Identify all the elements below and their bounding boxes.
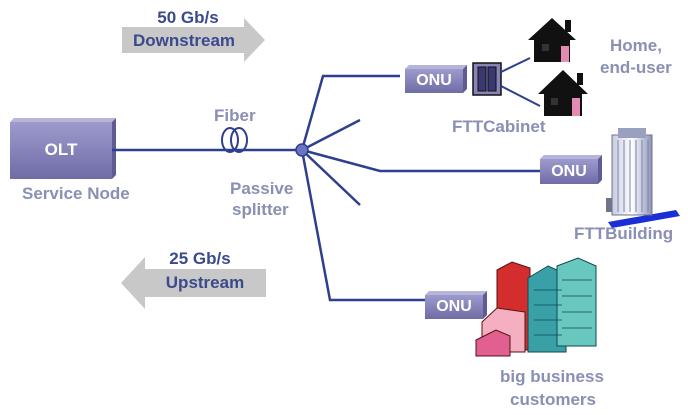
fiber-label: Fiber [214, 106, 256, 125]
business-label-line1: big business [500, 367, 604, 386]
olt-box [10, 118, 116, 179]
onu-label-2: ONU [551, 163, 587, 180]
onu-label-3: ONU [436, 298, 472, 315]
onu-box-3 [425, 291, 487, 319]
downstream-label: Downstream [132, 31, 236, 50]
cabinet-links [500, 57, 541, 107]
service-node-label: Service Node [22, 184, 130, 203]
onu-box-1 [405, 65, 467, 93]
splitter-label-line2: splitter [232, 200, 289, 219]
house-icon [528, 18, 576, 62]
house-icon-2 [538, 70, 588, 116]
fiber-coil-icon [221, 127, 248, 153]
splitter-node [295, 143, 309, 157]
onu-box-2 [540, 155, 602, 184]
home-label-line2: end-user [600, 58, 672, 77]
upstream-arrow [121, 257, 266, 309]
upstream-rate: 25 Gb/s [169, 249, 231, 268]
home-label-line1: Home, [610, 36, 662, 55]
business-buildings-icon [475, 257, 597, 357]
cabinet-label: FTTCabinet [452, 117, 546, 136]
downstream-arrow [122, 18, 265, 62]
building-label: FTTBuilding [574, 224, 674, 243]
onu-label-1: ONU [416, 72, 452, 89]
downstream-rate: 50 Gb/s [157, 8, 219, 27]
business-label-line2: customers [510, 390, 596, 409]
olt-label: OLT [44, 140, 78, 159]
splitter-label-line1: Passive [230, 179, 294, 198]
upstream-label: Upstream [165, 273, 245, 292]
splitter-branches [300, 74, 540, 302]
building-icon [606, 128, 680, 228]
cabinet-icon [472, 62, 502, 96]
